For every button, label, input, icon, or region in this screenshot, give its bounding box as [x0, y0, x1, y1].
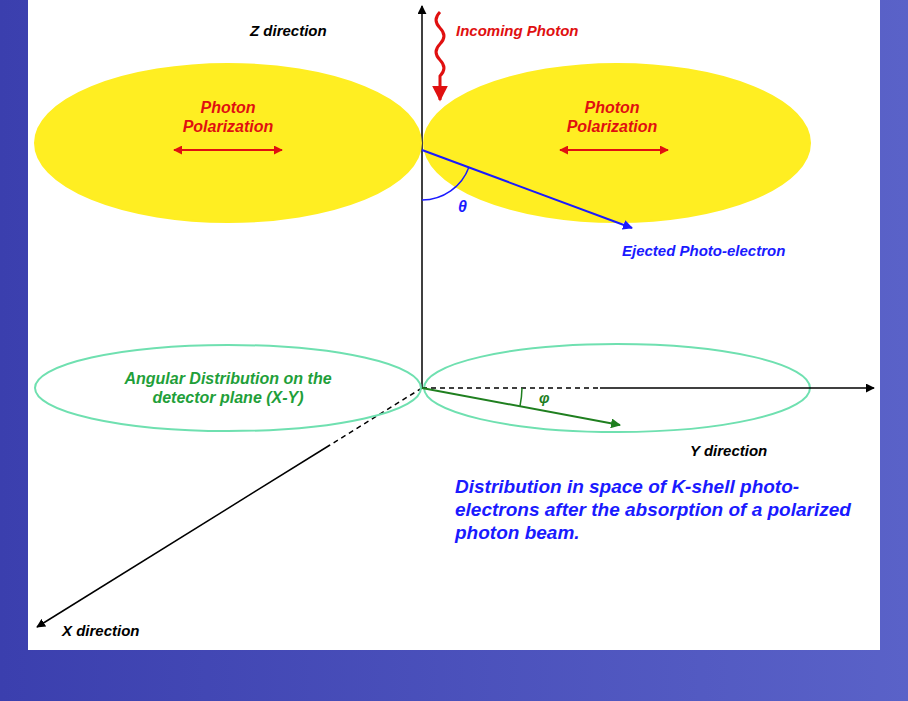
- node-text: Angular Distribution on the detector pla…: [93, 369, 363, 407]
- angle-symbol: θ: [458, 197, 467, 216]
- photon-label: Incoming Photon: [456, 22, 578, 40]
- polarization-lobe: Photon Polarization: [423, 63, 811, 223]
- polarization-lobe: Photon Polarization: [34, 63, 422, 223]
- ellipse-outline: [34, 344, 422, 432]
- angle-symbol: φ: [539, 389, 550, 407]
- axis-label: X direction: [62, 622, 140, 640]
- axis-label: Z direction: [250, 22, 327, 40]
- axis-label: Y direction: [690, 442, 767, 460]
- ellipse-outline: [34, 63, 422, 223]
- caption-text: Distribution in space of K-shell photo-e…: [455, 476, 860, 544]
- distribution-ellipse: Angular Distribution on the detector pla…: [34, 344, 422, 432]
- electron-label: Ejected Photo-electron: [622, 242, 785, 260]
- ellipse-outline: [423, 63, 811, 223]
- node-text: Photon Polarization: [537, 98, 687, 136]
- node-text: Photon Polarization: [153, 98, 303, 136]
